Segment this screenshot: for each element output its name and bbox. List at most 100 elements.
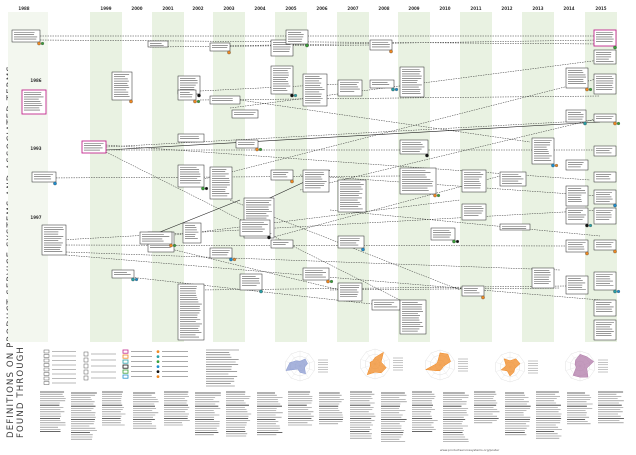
card-frame [565,185,589,207]
term-marker [290,179,294,184]
term-marker [329,279,334,284]
definition-card [239,273,263,291]
definition-card [461,169,487,193]
radar-shape [366,351,387,376]
year-label: 2007 [347,6,358,11]
radar-shape [285,358,308,375]
definition-card [565,239,589,253]
term-marker [585,251,589,256]
legend-swatch [43,363,50,367]
term-marker [583,121,587,126]
legend-swatch [43,376,50,381]
card-frame [565,207,589,225]
year-label: 2010 [439,6,450,11]
card-frame [239,219,271,237]
citation-link [55,244,567,247]
term-marker [134,277,139,282]
term-marker [613,203,617,208]
card-frame [270,65,294,95]
legend-swatch-color [122,359,129,364]
citation-link [299,174,601,197]
citation-link [329,287,561,291]
term-marker [290,93,294,98]
card-frame [461,203,487,221]
citation-link [269,175,501,239]
term-marker [232,257,237,262]
definition-card [11,29,41,43]
definition-card [593,319,617,341]
year-label-left: 1986 [30,78,41,83]
definition-card [399,167,437,195]
definition-card [302,73,328,107]
card-frame [593,299,617,317]
definition-card [41,224,67,256]
year-label-left: 1993 [30,146,41,151]
citation-link [149,243,341,291]
year-label: 2000 [131,6,142,11]
legend-swatch [83,369,89,375]
year-label: 2009 [408,6,419,11]
definition-card [593,49,617,65]
definition-card [270,169,294,181]
legend-marker [156,375,160,378]
legend-swatch [83,351,89,357]
legend-marker [156,360,160,363]
card-frame [593,113,617,123]
card-frame [11,29,41,43]
card-frame [182,222,202,244]
term-marker [131,277,135,282]
card-frame [499,223,531,231]
definition-card [593,239,617,251]
term-marker [129,99,133,104]
card-frame [565,67,589,89]
term-marker [613,45,617,50]
definition-card [399,139,429,155]
definition-card [593,113,617,123]
term-marker [585,223,589,228]
definition-card [177,164,205,188]
definition-card [593,189,617,205]
legend [40,347,195,389]
definition-card [565,159,589,171]
definition-card [531,137,555,165]
card-frame [21,89,47,115]
definition-card [285,29,309,45]
legend-frame [40,347,195,389]
definition-card [139,231,173,245]
citation-link-solid [105,121,601,151]
year-label: 2001 [162,6,173,11]
definition-card [399,66,425,98]
term-marker [551,163,555,168]
citation-link [329,209,601,237]
term-marker [554,163,559,168]
legend-swatch [83,375,89,381]
definition-card [337,179,367,213]
card-frame [531,267,555,289]
definition-card [593,73,617,95]
term-marker [588,87,593,92]
definition-card [231,109,259,119]
legend-swatch [43,381,50,385]
term-marker [255,147,259,152]
definition-card [461,203,487,221]
year-band [522,12,554,342]
radar-shape [500,358,521,377]
definition-card [209,42,231,52]
card-frame [369,79,395,89]
definition-card [209,166,233,200]
year-label: 2003 [223,6,234,11]
definition-card [593,299,617,317]
card-frame [111,71,133,101]
year-label: 2006 [316,6,327,11]
definition-card [565,275,589,295]
citation-link [45,175,401,179]
term-marker [425,153,429,158]
year-label: 2011 [470,6,481,11]
card-frame [147,40,169,48]
card-frame [111,269,135,279]
definition-card [81,140,107,154]
definition-card [531,267,555,289]
legend-swatch-color [122,349,129,354]
radar-chart [285,350,328,382]
definition-card [235,139,259,149]
